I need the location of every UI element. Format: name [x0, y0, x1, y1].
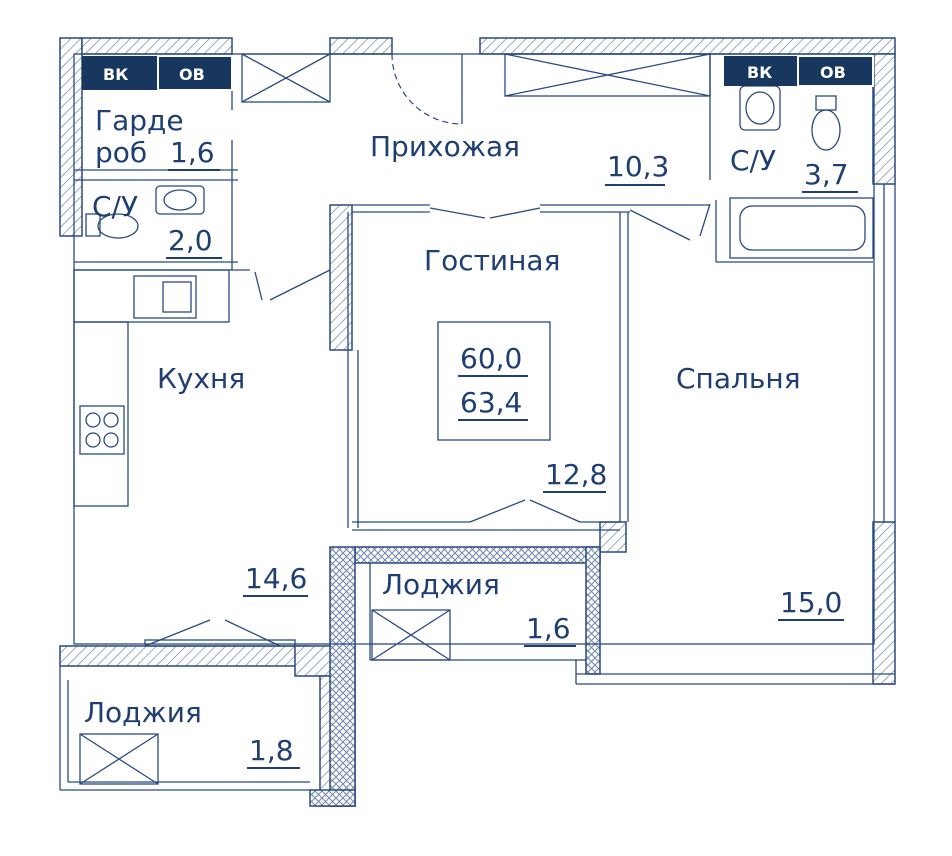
room-area: 1,8 — [249, 734, 294, 767]
room-label: Кухня — [157, 362, 245, 395]
room-label: Спальня — [676, 362, 801, 395]
room-label: роб — [95, 136, 147, 169]
doors — [144, 53, 711, 647]
living-area-value: 60,0 — [460, 342, 522, 375]
utility-tag-ov: ОВ — [157, 55, 233, 91]
room-label: Лоджия — [382, 568, 500, 601]
bathroom-fixtures — [85, 85, 874, 259]
loggia-boxes — [79, 609, 451, 785]
room-label: С/У — [92, 190, 138, 223]
room-area: 1,6 — [526, 612, 571, 645]
room-kitchen: Кухня 14,6 — [157, 362, 308, 597]
room-area: 10,3 — [607, 150, 669, 183]
utility-tags: ВК ОВ ВК ОВ — [82, 55, 874, 91]
utility-tag-vk: ВК — [82, 56, 158, 90]
total-area-box: 60,0 63,4 — [437, 321, 551, 441]
room-area: 2,0 — [168, 224, 213, 257]
room-bathroom-large: С/У 3,7 — [730, 144, 858, 193]
total-area-value: 63,4 — [460, 386, 522, 419]
room-label: Гостиная — [424, 244, 560, 277]
room-loggia-center: Лоджия 1,6 — [382, 568, 576, 647]
room-area: 12,8 — [545, 458, 607, 491]
kitchen-fixtures — [73, 269, 230, 507]
walls — [59, 37, 896, 807]
room-hallway: Прихожая 10,3 — [370, 130, 669, 186]
room-label: С/У — [730, 144, 776, 177]
room-bathroom-small: С/У 2,0 — [92, 190, 222, 259]
room-bedroom: Спальня 15,0 — [676, 362, 844, 621]
room-living: Гостиная 12,8 — [424, 244, 607, 493]
room-area: 15,0 — [780, 586, 842, 619]
svg-text:ВК: ВК — [747, 63, 772, 82]
svg-text:ОВ: ОВ — [179, 65, 205, 84]
room-label: Гарде — [95, 104, 184, 137]
room-area: 1,6 — [170, 136, 215, 169]
room-area: 3,7 — [804, 158, 849, 191]
svg-text:ВК: ВК — [103, 65, 128, 84]
room-label: Лоджия — [84, 696, 202, 729]
room-area: 14,6 — [245, 562, 307, 595]
room-loggia-left: Лоджия 1,8 — [84, 696, 300, 769]
built-in-wardrobes — [241, 53, 711, 103]
utility-tag-vk: ВК — [724, 56, 798, 86]
utility-tag-ov: ОВ — [797, 55, 874, 87]
svg-text:ОВ: ОВ — [820, 63, 846, 82]
room-wardrobe: Гарде роб 1,6 — [95, 104, 220, 171]
room-label: Прихожая — [370, 130, 520, 163]
